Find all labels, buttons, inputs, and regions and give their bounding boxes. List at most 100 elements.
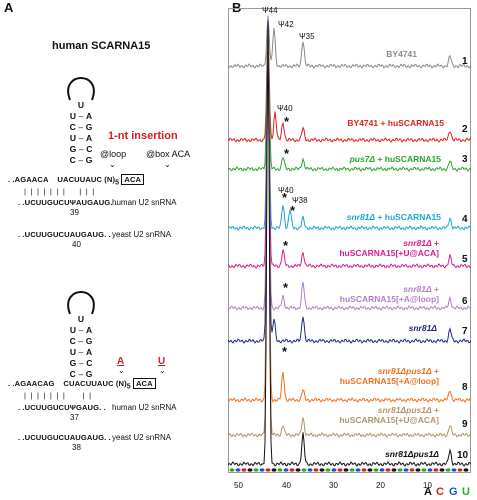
top-stem-base: C <box>69 122 76 132</box>
top-stem-base: U <box>69 133 76 143</box>
bottom-yeast-num: 38 <box>72 443 81 452</box>
bottom-stem-base: G <box>85 369 93 379</box>
sequence-ladder-dot <box>271 468 277 472</box>
sequence-ladder-dot <box>463 468 469 472</box>
top-guide-strand: . .AGAACA UACUUAUC (N)5 ACA <box>8 174 145 187</box>
top-yeast-num: 40 <box>72 240 81 249</box>
top-stem-base: C <box>69 155 76 165</box>
top-stem-base: U <box>69 111 76 121</box>
bottom-stem-base: C <box>69 336 76 346</box>
x-tick-40: 40 <box>282 481 291 490</box>
sequence-ladder-dot <box>289 468 295 472</box>
bottom-stem: U U–A C–G U–A G–C C–G <box>69 314 93 379</box>
peak-label-psi44: Ψ44 <box>262 6 278 15</box>
sequence-ladder-dot <box>373 468 379 472</box>
top-stem-base: G <box>85 155 93 165</box>
top-guide-n-sub: 5 <box>115 179 120 187</box>
top-yeast-seq: . .UCUUGUCUAUGAUG. . <box>18 230 111 239</box>
top-stem-base: C <box>86 144 93 154</box>
box-site-label: @box ACA <box>146 149 191 159</box>
trace-num-7: 7 <box>462 326 468 337</box>
top-hairpin-loop <box>67 76 95 101</box>
asterisk-trace3: * <box>284 146 290 161</box>
trace-label-7: snr81Δ <box>408 323 437 333</box>
trace-label-8: snr81Δpus1Δ +huSCARNA15[+A@loop] <box>339 366 439 386</box>
top-stem-base: G <box>69 144 77 154</box>
peak-label-psi40-trace4: Ψ40 <box>278 186 294 195</box>
nuc-legend-g: G <box>449 486 458 498</box>
bottom-base-pairs: | | | | | | | | | <box>24 391 93 400</box>
sequence-ladder-dot <box>331 468 337 472</box>
peak-label-psi35: Ψ35 <box>299 32 315 41</box>
nuc-legend-c: C <box>436 486 444 498</box>
bottom-box-arrow: ⌄ <box>159 366 166 375</box>
trace-line-10 <box>227 24 472 467</box>
bottom-insert-loop: A <box>117 356 125 367</box>
top-human-num: 39 <box>70 208 79 217</box>
peak-label-psi42: Ψ42 <box>278 20 294 29</box>
top-human-label: human U2 snRNA <box>112 198 177 207</box>
panel-b-label: B <box>232 0 242 15</box>
trace-num-5: 5 <box>462 254 468 265</box>
trace-label-3: pus7Δ + huSCARNA15 <box>349 154 441 164</box>
trace-num-9: 9 <box>462 419 468 430</box>
nuc-legend-a: A <box>424 486 432 498</box>
traces-plot <box>227 8 472 473</box>
bottom-loop-arrow: ⌄ <box>118 366 125 375</box>
top-aca-box: ACA <box>121 174 145 185</box>
bottom-human-num: 37 <box>70 413 79 422</box>
sequence-ladder-dot <box>259 468 265 472</box>
bottom-stem-base: U <box>69 347 76 357</box>
asterisk-trace6: * <box>283 280 289 295</box>
trace-num-4: 4 <box>462 214 468 225</box>
nuc-legend-u: U <box>462 486 470 498</box>
x-tick-10: 10 <box>423 481 432 490</box>
sequence-ladder-dot <box>397 468 403 472</box>
trace-label-5: snr81Δ +huSCARNA15[+U@ACA] <box>339 238 439 258</box>
sequence-ladder-dot <box>247 468 253 472</box>
top-guide-left: . .AGAACA <box>8 175 49 184</box>
top-yeast-label: yeast U2 snRNA <box>112 230 172 239</box>
bottom-yeast-label: yeast U2 snRNA <box>112 433 172 442</box>
sequence-ladder-dot <box>439 468 445 472</box>
trace-num-10: 10 <box>457 450 469 461</box>
trace-line-4 <box>227 28 472 231</box>
sequence-ladder-dot <box>277 468 283 472</box>
sequence-ladder-dot <box>367 468 373 472</box>
bottom-stem-base: A <box>86 325 93 335</box>
sequence-ladder-dot <box>349 468 355 472</box>
sequence-ladder-dot <box>235 468 241 472</box>
trace-num-1: 1 <box>462 56 468 67</box>
trace-num-3: 3 <box>462 154 468 165</box>
sequence-ladder-dot <box>241 468 247 472</box>
sequence-ladder-dot <box>313 468 319 472</box>
sequence-ladder-dot <box>379 468 385 472</box>
sequence-ladder-dot <box>319 468 325 472</box>
trace-num-8: 8 <box>462 382 468 393</box>
bottom-stem-base: G <box>69 358 77 368</box>
sequence-ladder-dot <box>265 468 271 472</box>
x-tick-30: 30 <box>329 481 338 490</box>
sequence-ladder-dot <box>445 468 451 472</box>
panel-a-title: human SCARNA15 <box>52 40 151 52</box>
top-stem-base: A <box>86 133 93 143</box>
bottom-stem-base: G <box>85 336 93 346</box>
trace-num-6: 6 <box>462 296 468 307</box>
top-stem-base: A <box>86 111 93 121</box>
sequence-ladder-dot <box>343 468 349 472</box>
sequence-ladder-dot <box>283 468 289 472</box>
bottom-hairpin-loop <box>67 290 95 315</box>
bottom-loop-letter: U <box>77 314 85 324</box>
sequence-ladder-dot <box>253 468 259 472</box>
peak-label-psi38-trace4: Ψ38 <box>292 196 308 205</box>
sequence-ladder-dot <box>457 468 463 472</box>
peak-label-psi40-trace2: Ψ40 <box>277 104 293 113</box>
trace-label-9: snr81Δpus1Δ +huSCARNA15[+U@ACA] <box>339 405 439 425</box>
sequence-ladder-dot <box>415 468 421 472</box>
sequence-ladder-dot <box>409 468 415 472</box>
top-guide-right: UACUUAUC <box>57 175 103 184</box>
bottom-stem-base: U <box>69 325 76 335</box>
sequence-ladder-dot <box>301 468 307 472</box>
x-tick-20: 20 <box>376 481 385 490</box>
top-stem: U U–A C–G U–A G–C C–G <box>69 100 93 165</box>
